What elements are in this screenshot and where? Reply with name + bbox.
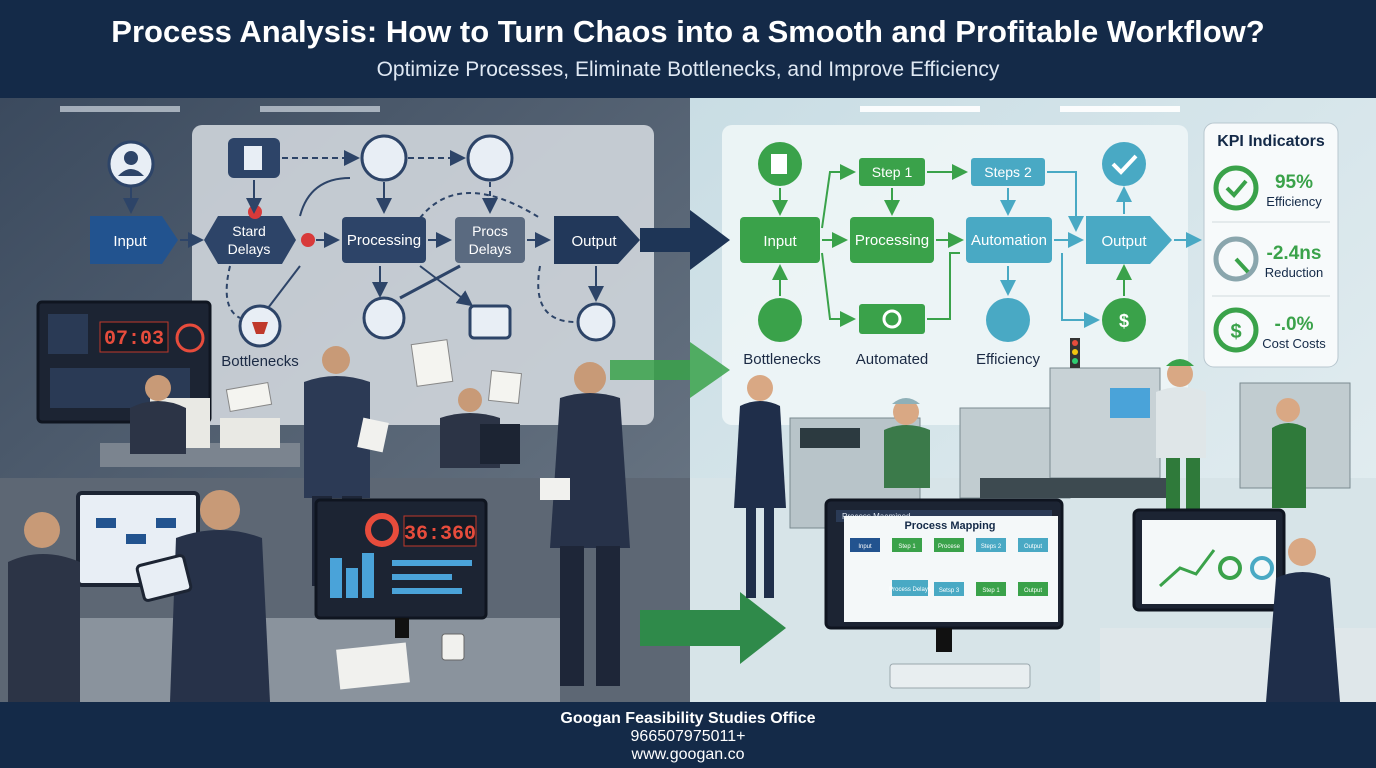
chaos-bottlenecks-label: Bottlenecks xyxy=(221,353,299,370)
svg-text:Step 1: Step 1 xyxy=(982,588,1000,594)
step1-node xyxy=(859,158,925,186)
check-icon xyxy=(1102,142,1146,186)
kpi-item-cost: $ -.0% Cost Costs xyxy=(1213,307,1326,353)
page-subtitle: Optimize Processes, Eliminate Bottleneck… xyxy=(376,58,1000,81)
smooth-output-label: Output xyxy=(1101,233,1147,250)
kpi-item-efficiency: 95% Efficiency xyxy=(1213,165,1322,211)
header-banner: Process Analysis: How to Turn Chaos into… xyxy=(0,0,1376,98)
step1-label: Step 1 xyxy=(872,164,913,180)
transition-arrow xyxy=(640,210,730,270)
dollar-hand-icon xyxy=(1102,298,1146,342)
smooth-output-node xyxy=(1086,216,1172,264)
screen-node xyxy=(892,538,922,552)
screen-node xyxy=(1018,538,1048,552)
automation-node xyxy=(966,217,1052,263)
report-icon xyxy=(362,296,406,340)
svg-text:Procese: Procese xyxy=(938,544,961,550)
smooth-flow: Input Step 1 Steps 2 Processing Automati… xyxy=(740,142,1202,368)
screen-node xyxy=(850,538,880,552)
screen-node xyxy=(934,582,964,596)
automation-label: Automation xyxy=(971,232,1047,249)
svg-text:Input: Input xyxy=(858,544,872,550)
tablet xyxy=(135,554,193,602)
svg-text:Step 1: Step 1 xyxy=(898,544,916,550)
screen-flow: Input Step 1 Procese Steps 2 Output Proc… xyxy=(850,538,1048,596)
procs-delays-node xyxy=(455,217,525,263)
alarm-icon xyxy=(175,323,205,353)
smooth-input-node xyxy=(740,217,820,263)
screen-node xyxy=(934,538,964,552)
dollar-icon xyxy=(1213,307,1259,353)
phone-number: 966507975011+ xyxy=(630,728,746,745)
procs-delays-label-2: Delays xyxy=(469,241,512,257)
footer: Googan Feasibility Studies Office 966507… xyxy=(0,702,1376,768)
svg-text:$: $ xyxy=(1230,321,1241,343)
kpi-value: -2.4ns xyxy=(1267,243,1322,264)
output-folder-icon xyxy=(576,302,616,342)
folder-icon xyxy=(468,304,512,340)
smooth-bottlenecks-label: Bottlenecks xyxy=(743,351,821,368)
page-title: Process Analysis: How to Turn Chaos into… xyxy=(111,14,1265,49)
chaos-processing-label: Processing xyxy=(347,232,421,249)
svg-text:Process Delays: Process Delays xyxy=(889,587,931,593)
automated-label: Automated xyxy=(856,351,929,368)
chaos-office-scene: 07:03 36:360 xyxy=(8,300,630,702)
gauge-icon xyxy=(1213,236,1259,282)
chaos-flow: Input Stard Delays Processing Procs Dela… xyxy=(90,134,640,413)
kpi-value: -.0% xyxy=(1274,314,1313,335)
svg-text:$: $ xyxy=(1119,311,1129,331)
screen-title: Process Mapping xyxy=(904,520,995,532)
start-delays-node xyxy=(204,216,296,264)
kpi-label: Cost Costs xyxy=(1262,336,1326,351)
search-document-icon xyxy=(360,134,408,182)
kpi-value: 95% xyxy=(1275,172,1313,193)
screen-node xyxy=(976,582,1006,596)
efficiency-label: Efficiency xyxy=(976,351,1040,368)
transition-arrow xyxy=(640,592,786,664)
kpi-label: Efficiency xyxy=(1266,194,1322,209)
smooth-processing-node xyxy=(850,217,934,263)
chaos-input-node xyxy=(90,216,178,264)
kpi-title: KPI Indicators xyxy=(1217,133,1325,150)
hierarchy-icon xyxy=(758,298,802,342)
clock-readout: 07:03 xyxy=(104,328,164,351)
company-name: Googan Feasibility Studies Office xyxy=(560,710,816,727)
automated-gear-icon xyxy=(859,304,925,334)
svg-text:Setsp 3: Setsp 3 xyxy=(939,588,960,594)
chaos-output-node xyxy=(554,216,640,264)
database-icon xyxy=(466,134,514,182)
smooth-processing-label: Processing xyxy=(855,232,929,249)
screen-node xyxy=(892,580,928,596)
start-delays-label-1: Stard xyxy=(232,223,265,239)
steps2-label: Steps 2 xyxy=(984,164,1032,180)
svg-text:Output: Output xyxy=(1024,588,1042,594)
smooth-factory-scene: Process Maemined Process Mapping Input S… xyxy=(734,338,1376,702)
website-url: www.googan.co xyxy=(631,746,745,763)
screen-node xyxy=(976,538,1006,552)
procs-delays-label-1: Procs xyxy=(472,223,508,239)
illustration-scene: Input Stard Delays Processing Procs Dela… xyxy=(0,98,1376,702)
start-delays-label-2: Delays xyxy=(228,241,271,257)
svg-text:Output: Output xyxy=(1024,544,1042,550)
chaos-processing-node xyxy=(342,217,426,263)
svg-text:Steps 2: Steps 2 xyxy=(981,544,1002,550)
kpi-item-reduction: -2.4ns Reduction xyxy=(1213,236,1324,282)
screen-node xyxy=(1018,582,1048,596)
chaos-input-label: Input xyxy=(113,233,147,250)
kpi-label: Reduction xyxy=(1265,265,1324,280)
chaos-output-label: Output xyxy=(571,233,617,250)
smooth-input-label: Input xyxy=(763,233,797,250)
keyboard xyxy=(889,663,1031,689)
transition-arrow xyxy=(610,342,730,398)
monitor-readout: 36:360 xyxy=(404,523,476,546)
database-icon xyxy=(986,298,1030,342)
kpi-panel: KPI Indicators 95% Efficiency -2.4ns Red… xyxy=(1203,122,1339,368)
error-icon xyxy=(301,233,315,247)
check-icon xyxy=(1213,165,1259,211)
steps2-node xyxy=(971,158,1045,186)
